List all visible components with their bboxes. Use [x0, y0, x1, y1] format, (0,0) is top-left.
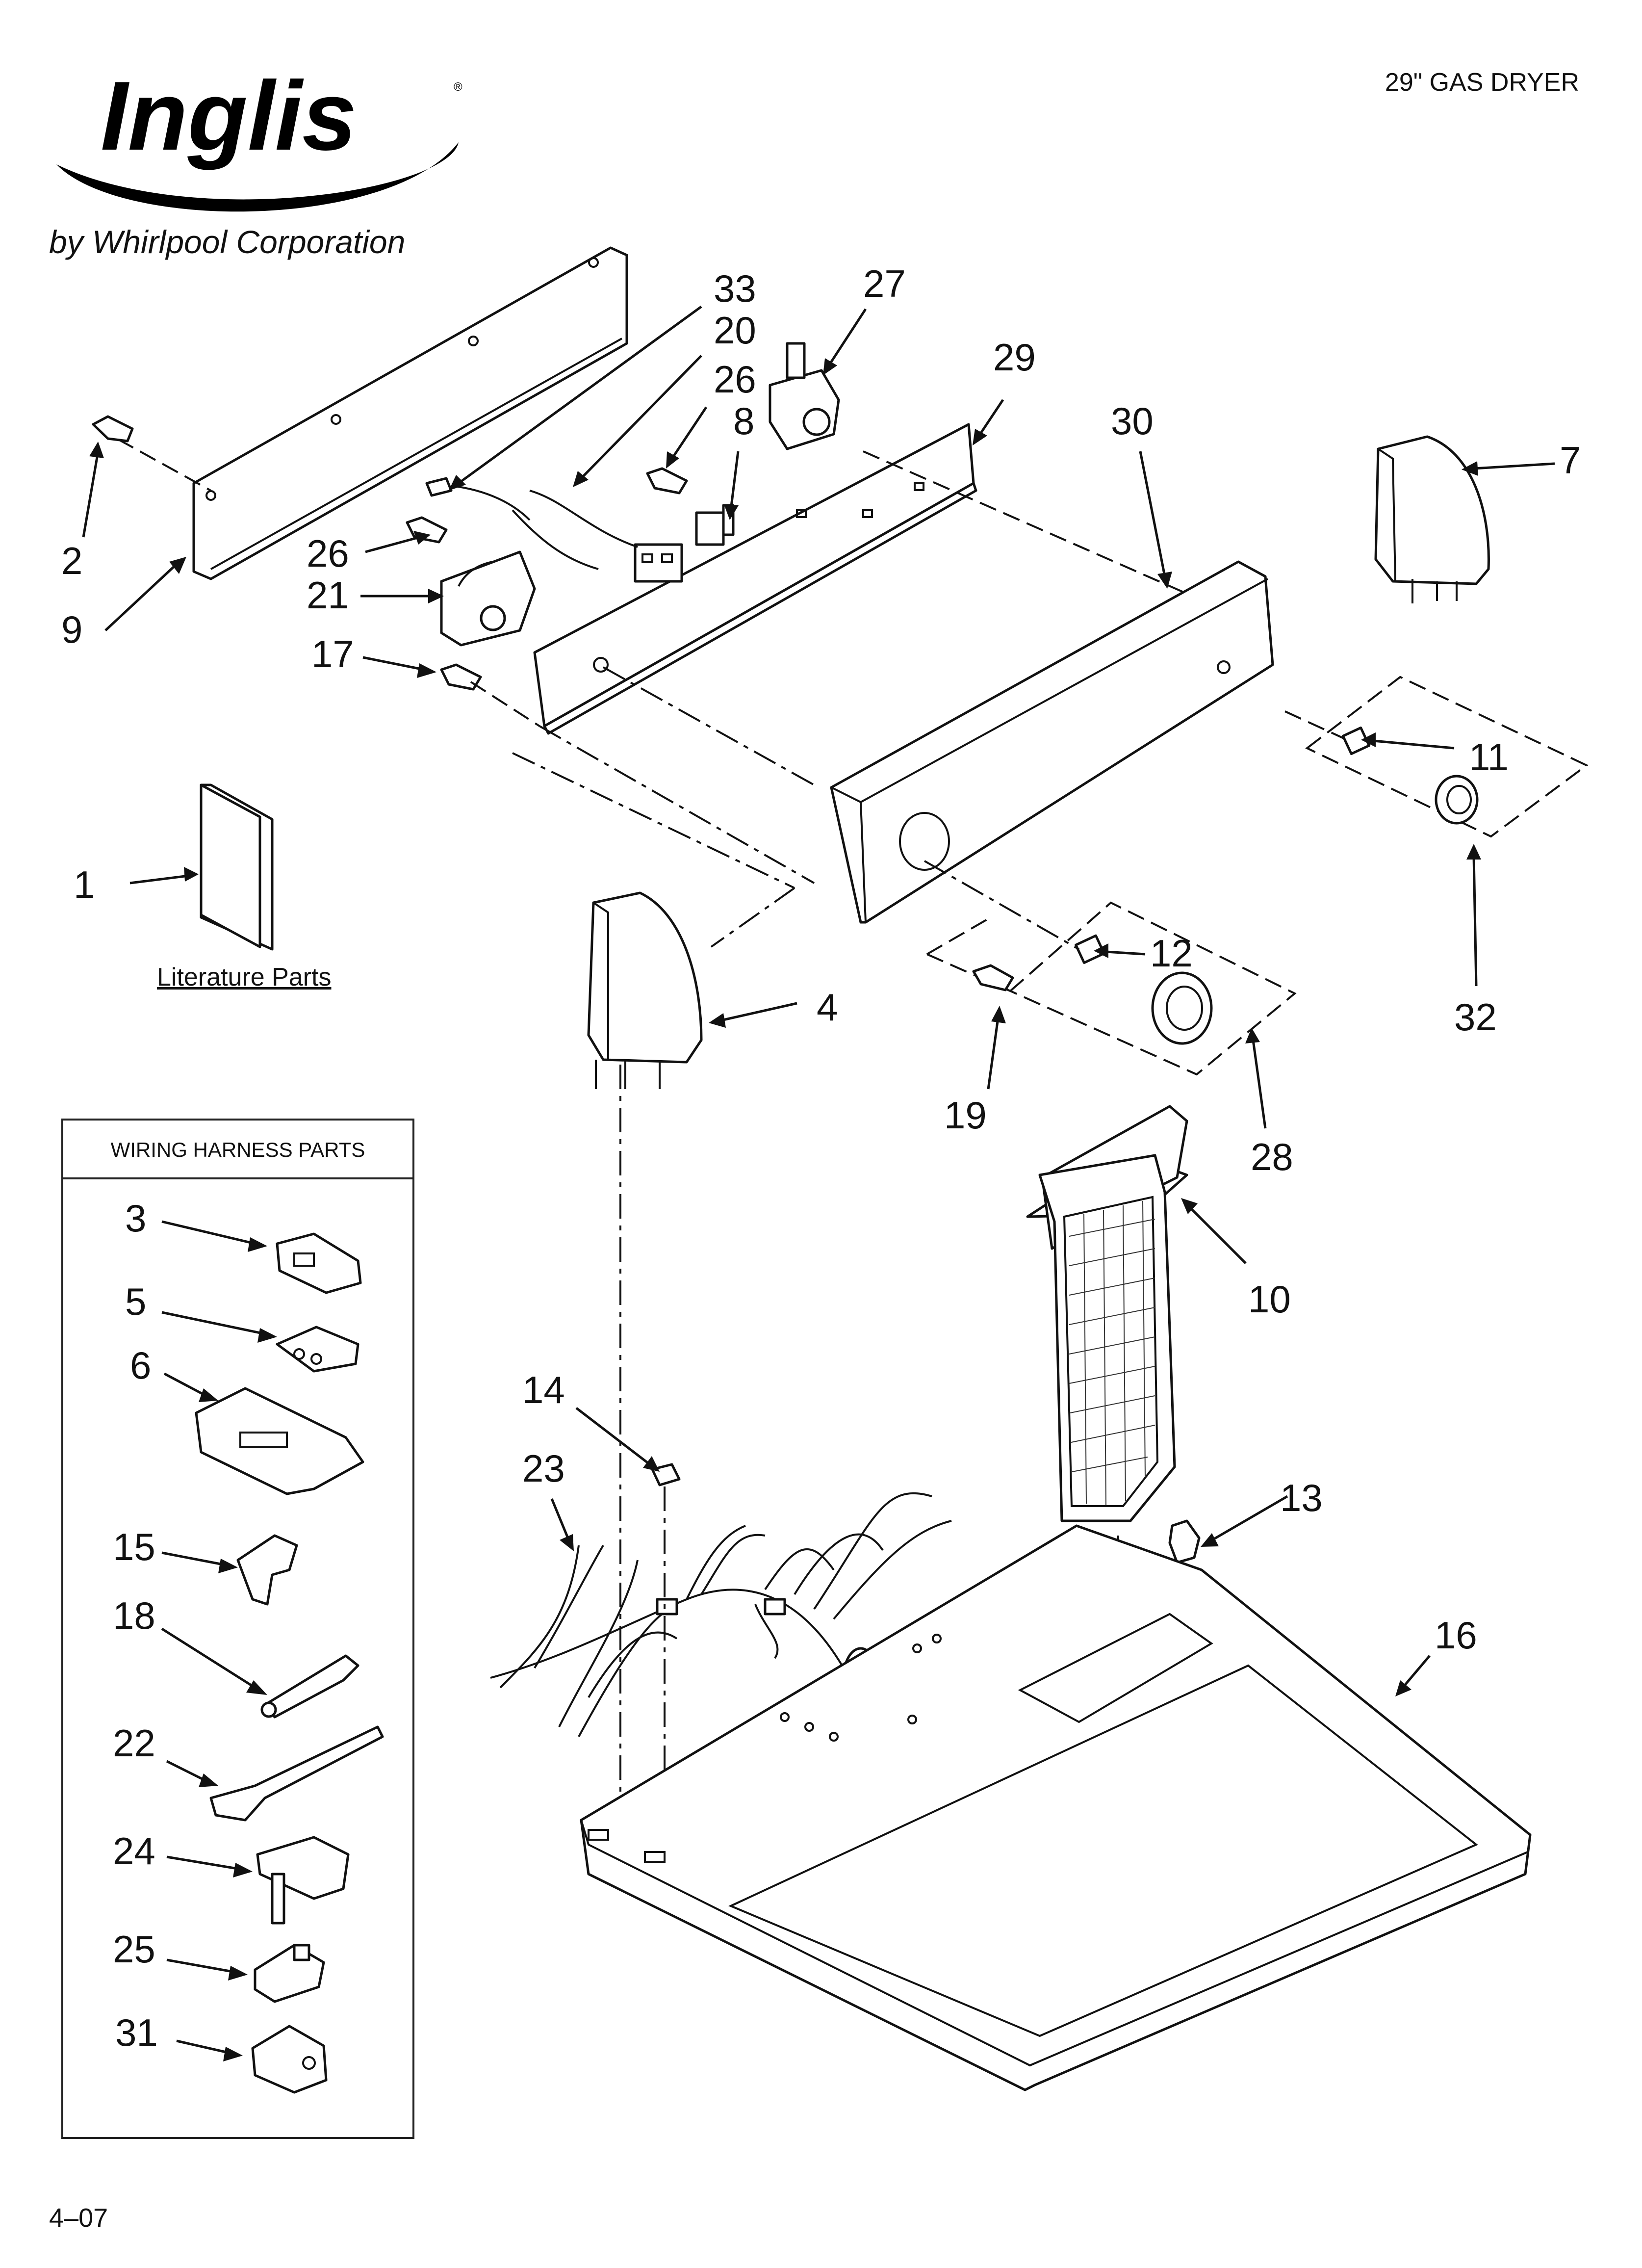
callout-16: 16 [1435, 1614, 1477, 1657]
leader-lines [82, 305, 1555, 2061]
callout-1: 1 [74, 863, 95, 906]
screw-part-13 [1168, 1519, 1201, 1564]
callout-3: 3 [125, 1197, 146, 1240]
callout-29: 29 [993, 336, 1036, 379]
screw-part-26-a [646, 467, 688, 495]
cable-tie-part-22 [209, 1725, 384, 1822]
end-cap-part-7 [1374, 435, 1490, 603]
end-cap-part-4 [587, 891, 703, 1089]
callout-26-left: 26 [307, 532, 349, 575]
screw-part-2 [92, 415, 134, 443]
screw-part-19 [972, 964, 1014, 991]
callout-11: 11 [1469, 735, 1509, 779]
brand-wordmark: Inglis [101, 61, 357, 171]
switch-part-27 [769, 342, 840, 450]
callout-10: 10 [1248, 1277, 1291, 1321]
callout-23: 23 [522, 1447, 565, 1490]
knob-assembly-part-32 [1305, 676, 1589, 838]
callout-33: 33 [714, 267, 756, 310]
callout-2: 2 [61, 539, 82, 582]
callout-22: 22 [113, 1721, 155, 1765]
callout-31: 31 [115, 2011, 158, 2054]
literature-part-1 [200, 783, 274, 951]
callout-8: 8 [733, 399, 754, 443]
callout-4: 4 [817, 986, 838, 1029]
terminal-part-18 [260, 1654, 359, 1719]
callout-24: 24 [113, 1829, 155, 1873]
callout-12: 12 [1150, 932, 1193, 975]
wire-part-33 [425, 477, 531, 521]
callout-20: 20 [714, 309, 756, 352]
connector-part-31 [251, 2025, 328, 2094]
callout-19: 19 [944, 1094, 987, 1137]
callout-13: 13 [1280, 1476, 1323, 1519]
timer-part-21 [440, 550, 536, 647]
callout-15: 15 [113, 1525, 155, 1568]
top-panel-part-16 [580, 1524, 1532, 2091]
wiring-harness-parts-title: WIRING HARNESS PARTS [63, 1121, 412, 1179]
connector-part-3 [276, 1232, 362, 1294]
callout-7: 7 [1560, 439, 1581, 482]
knob-assembly-part-28 [1008, 901, 1297, 1076]
brand-subtitle: by Whirlpool Corporation [49, 224, 406, 260]
revision-code: 4–07 [49, 2203, 108, 2233]
callout-17: 17 [311, 632, 354, 676]
callout-26-right: 26 [714, 358, 756, 401]
callout-30: 30 [1111, 399, 1154, 443]
clip-part-14 [651, 1463, 681, 1486]
clip-part-15 [236, 1534, 298, 1606]
console-panel-part-29 [533, 423, 977, 735]
callout-18: 18 [113, 1594, 155, 1637]
model-title: 29" GAS DRYER [1385, 68, 1579, 97]
callout-32: 32 [1454, 995, 1497, 1039]
connector-part-25 [254, 1944, 325, 2003]
screw-part-17 [440, 663, 482, 691]
console-cover-part-30 [830, 560, 1274, 924]
literature-parts-caption: Literature Parts [157, 963, 332, 991]
connector-block-part-6 [195, 1387, 364, 1495]
callout-14: 14 [522, 1368, 565, 1411]
callout-9: 9 [61, 608, 82, 651]
connector-part-24 [256, 1836, 350, 1925]
callout-21: 21 [307, 574, 349, 617]
callout-27: 27 [863, 262, 906, 305]
connector-part-5 [276, 1326, 359, 1373]
inglis-logo: Inglis ® [47, 44, 473, 221]
callout-5: 5 [125, 1280, 146, 1323]
rear-panel-part-9 [192, 246, 628, 580]
lint-screen-part-10 [1026, 1105, 1188, 1522]
svg-text:®: ® [454, 80, 462, 94]
wiring-harness-parts-box: WIRING HARNESS PARTS [61, 1119, 414, 2139]
callout-labels: 2 9 1 3 5 6 15 18 22 24 25 31 26 21 17 3… [61, 262, 1581, 2054]
callout-28: 28 [1251, 1135, 1293, 1178]
callout-6: 6 [130, 1344, 151, 1387]
connector-block-part-20 [634, 543, 683, 583]
callout-25: 25 [113, 1928, 155, 1971]
